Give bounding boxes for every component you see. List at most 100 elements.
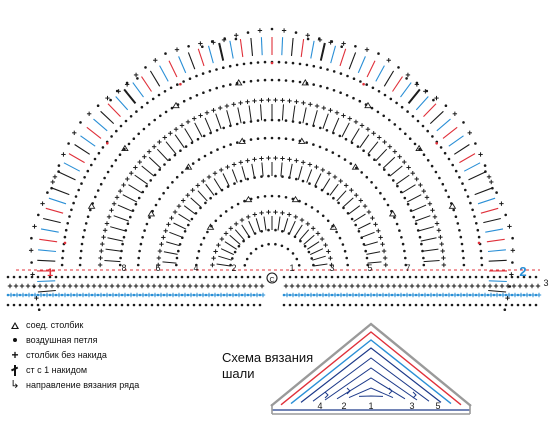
chain-dot (175, 175, 179, 179)
single-crochet-mark (489, 179, 494, 185)
single-crochet-mark (25, 283, 31, 289)
double-crochet-mark (303, 234, 315, 245)
single-crochet-mark (307, 162, 313, 167)
single-crochet-mark (210, 262, 215, 268)
single-crochet-mark (204, 110, 210, 115)
chain-dot (80, 182, 83, 185)
scheme-direction-arrow (412, 391, 417, 399)
chain-dot (228, 293, 232, 297)
double-crochet-mark (367, 261, 382, 264)
single-crochet-mark (470, 292, 476, 298)
chain-dot (110, 164, 114, 168)
chain-dot (137, 132, 140, 136)
chain-dot (390, 275, 394, 279)
chain-dot (270, 194, 274, 198)
single-crochet-mark (259, 283, 265, 289)
chain-dot (310, 206, 314, 209)
double-crochet-mark (341, 122, 350, 138)
chain-dot (408, 137, 412, 140)
chain-dot (330, 293, 334, 297)
double-crochet-mark (299, 229, 310, 241)
chain-dot (456, 303, 460, 307)
single-crochet-mark (373, 222, 378, 227)
chain-dot (150, 303, 154, 307)
single-crochet-mark (118, 188, 123, 194)
chain-dot (511, 236, 514, 240)
single-crochet-mark (402, 159, 407, 165)
chain-dot (352, 96, 355, 100)
single-crochet-mark (398, 292, 404, 298)
red-row-label: 1 (47, 267, 53, 279)
row-label: 6 (155, 263, 160, 273)
chain-dot (166, 186, 170, 189)
chain-dot (192, 293, 196, 297)
chain-dot (444, 189, 448, 192)
chain-dot (450, 275, 454, 279)
chain-dot (61, 256, 64, 260)
chain-dot (312, 303, 316, 307)
chain-dot (208, 89, 212, 92)
chain-dot (528, 303, 532, 307)
single-crochet-mark (308, 292, 314, 298)
row-label: 2 (231, 263, 236, 273)
single-crochet-mark (110, 292, 116, 298)
single-crochet-mark (403, 283, 409, 289)
chain-dot (403, 249, 406, 253)
chain-dot (307, 250, 311, 254)
chain-dot (468, 293, 472, 297)
chain-dot (350, 217, 354, 221)
single-crochet-mark (281, 28, 287, 33)
chain-dot (134, 202, 138, 206)
double-crochet-mark (289, 163, 293, 178)
single-crochet-mark (410, 170, 415, 176)
chain-dot (199, 243, 203, 246)
chain-dot (469, 201, 472, 205)
single-crochet-mark (229, 283, 235, 289)
double-crochet-mark (306, 169, 313, 183)
chain-dot (398, 229, 401, 232)
single-crochet-mark (301, 100, 306, 106)
chain-dot (138, 293, 142, 297)
single-crochet-mark (97, 262, 103, 268)
chain-dot (336, 293, 340, 297)
single-crochet-mark (475, 283, 481, 289)
double-crochet-mark (389, 165, 403, 177)
chain-dot (96, 303, 100, 307)
chain-dot (216, 293, 220, 297)
chain-dot (270, 136, 274, 140)
single-crochet-mark (370, 215, 375, 221)
chain-dot (176, 83, 179, 86)
chain-dot (178, 243, 182, 246)
single-crochet-mark (307, 283, 313, 289)
double-crochet-mark (406, 194, 422, 203)
single-crochet-mark (349, 283, 355, 289)
single-crochet-mark (302, 292, 308, 298)
single-crochet-mark (427, 201, 433, 206)
chain-dot (258, 303, 262, 307)
single-crochet-mark (349, 187, 354, 193)
chain-dot (256, 119, 260, 122)
chain-dot (390, 303, 394, 307)
chain-dot (156, 303, 160, 307)
single-crochet-mark (436, 228, 442, 233)
chain-dot (260, 230, 264, 233)
single-crochet-mark (506, 292, 512, 298)
single-crochet-mark (371, 131, 376, 136)
chain-dot (324, 293, 328, 297)
chain-dot (77, 188, 80, 192)
chain-dot (298, 62, 302, 66)
chain-dot (321, 214, 325, 218)
chain-dot (401, 242, 405, 246)
single-crochet-mark (511, 283, 517, 289)
row-direction-arrow-icon: ↳ (10, 379, 20, 391)
chain-dot (461, 249, 465, 253)
double-crochet-mark (288, 220, 296, 235)
chain-dot (222, 84, 225, 88)
single-crochet-mark (176, 292, 182, 298)
chain-dot (209, 151, 213, 154)
double-crochet-mark (375, 148, 388, 162)
single-crochet-mark (500, 292, 506, 298)
single-crochet-mark (397, 283, 403, 289)
single-crochet-mark (518, 292, 524, 298)
chain-dot (242, 62, 246, 66)
